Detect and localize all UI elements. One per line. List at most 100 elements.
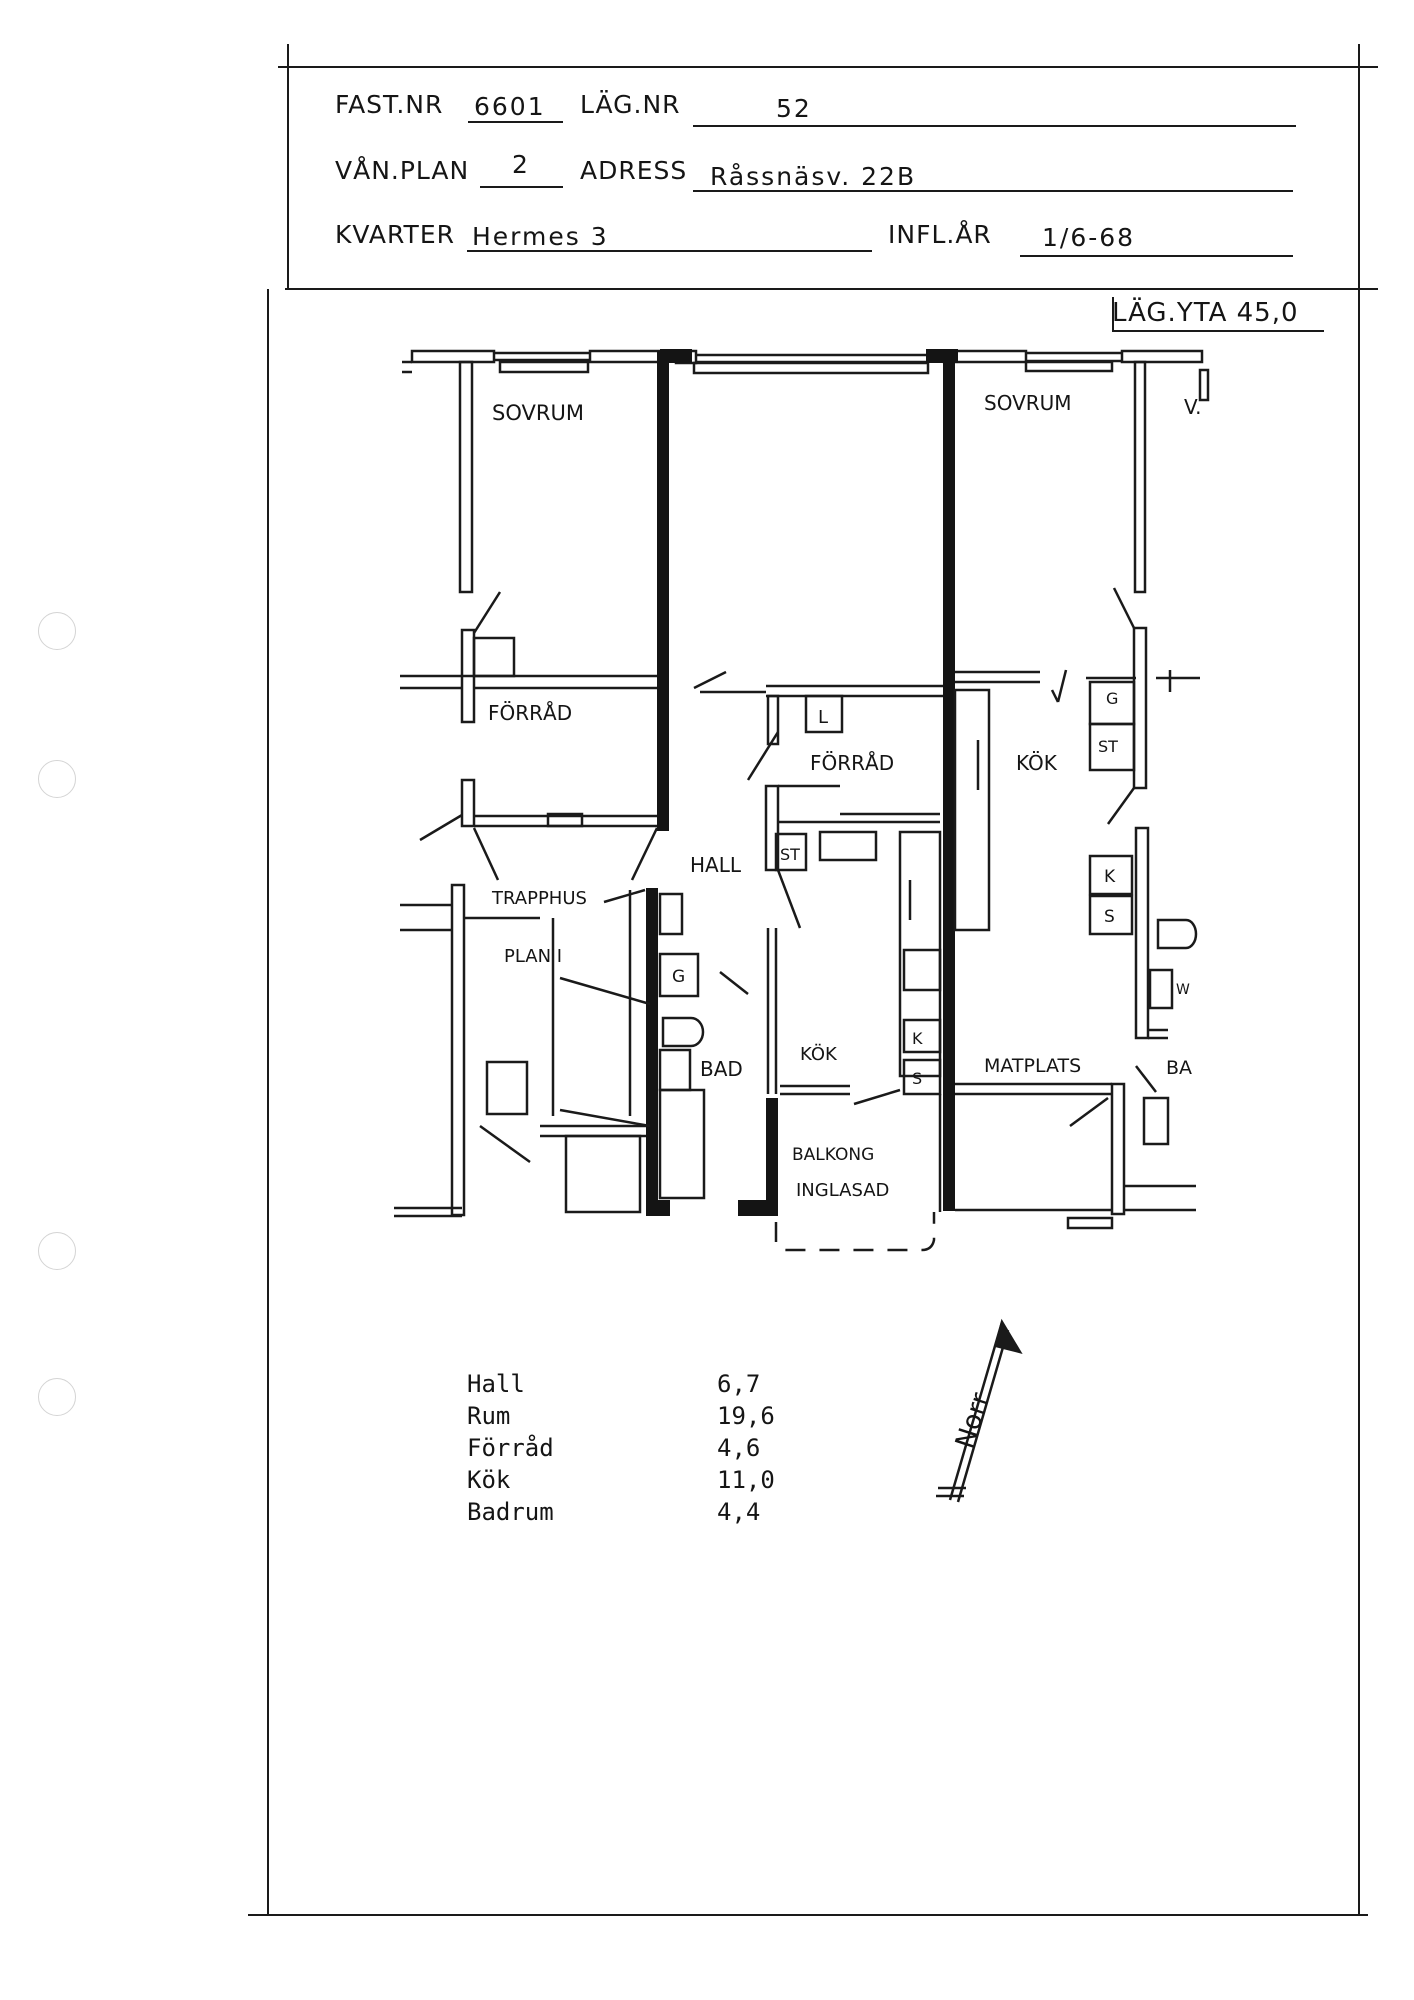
frame-bottom: [248, 1914, 1368, 1916]
frame-top: [278, 66, 1378, 68]
door-mark-right: [1050, 689, 1060, 703]
window-left-sill: [498, 360, 590, 374]
label-trapphus: TRAPPHUS: [491, 888, 587, 909]
room-name: Badrum: [467, 1498, 554, 1526]
wall-trapphus-top-a: [460, 778, 476, 828]
fast-nr-underline: [468, 121, 563, 123]
party-wall-right: [943, 351, 955, 1211]
wall-balcony-foot: [738, 1200, 778, 1216]
kvarter-underline: [467, 250, 872, 252]
door-swing-kitchen: [776, 869, 802, 929]
infl-ar-label: INFL.ÅR: [888, 220, 992, 249]
label-forrad-left: FÖRRÅD: [488, 701, 572, 725]
wall-right-bedroom-far: [1198, 368, 1210, 402]
room-area: 4,4: [717, 1498, 761, 1526]
stove-k: [902, 1018, 942, 1054]
door-swing-balcony: [853, 1088, 901, 1106]
closet-left: [472, 636, 516, 678]
door-swing-right-kitchen: [1106, 787, 1136, 825]
label-k-right: K: [1104, 867, 1116, 887]
north-arrow-shaft: [948, 1321, 1004, 1501]
party-wall-left-cap: [660, 349, 692, 363]
adress-label: ADRESS: [580, 156, 688, 185]
infl-ar-underline: [1020, 255, 1293, 257]
wall-bad-foot: [646, 1200, 670, 1216]
counter-center: [818, 830, 878, 862]
bottom-sill-right: [1066, 1216, 1114, 1230]
cabinet-st: [774, 832, 808, 872]
lag-nr-value: 52: [776, 94, 812, 123]
wall-balcony-left: [766, 1098, 778, 1216]
door-swing-forrad: [746, 731, 780, 781]
door-swing-stair: [479, 1124, 531, 1164]
adress-underline: [693, 190, 1293, 192]
label-kok-right: KÖK: [1016, 751, 1058, 775]
stair-lower: [564, 1134, 642, 1214]
door-swing-trapphus: [419, 813, 463, 842]
trapphus-diagonal: [630, 827, 659, 881]
door-swing-right-bedroom: [1112, 587, 1136, 629]
cabinet-l: [804, 694, 844, 734]
room-name: Rum: [467, 1402, 511, 1430]
toilet-right: [1156, 918, 1198, 950]
punch-hole: [38, 760, 76, 798]
label-sovrum-right: SOVRUM: [984, 391, 1072, 415]
room-name: Hall: [467, 1370, 525, 1398]
door-mark-right: [1056, 669, 1068, 703]
label-k-center: K: [912, 1029, 923, 1048]
room-name: Kök: [467, 1466, 511, 1494]
north-label: Norr: [950, 1389, 996, 1452]
label-sovrum-right-cut: V.: [1184, 395, 1201, 419]
bathtub: [658, 1048, 692, 1092]
label-l: L: [818, 707, 828, 728]
wall-top-right-b: [1120, 349, 1204, 364]
wall-matplats-east: [1110, 1082, 1126, 1216]
van-plan-underline: [480, 186, 563, 188]
fast-nr-value: 6601: [474, 92, 546, 121]
door-swing-bad: [719, 971, 749, 995]
washbasin-g: [658, 952, 700, 998]
frame-header-divider: [285, 288, 1378, 290]
fridge: [902, 948, 942, 992]
punch-hole: [38, 612, 76, 650]
party-wall-right-cap: [926, 349, 958, 363]
fast-nr-label: FAST.NR: [335, 90, 444, 119]
label-s-right: S: [1104, 907, 1115, 927]
wall-forrad-center-left: [766, 694, 780, 746]
wall-right-kitchen-east: [1132, 626, 1148, 790]
total-area-label: LÄG.YTA: [1112, 298, 1228, 328]
wall-top-left-b: [588, 349, 662, 364]
room-area: 6,7: [717, 1370, 761, 1398]
total-area: LÄG.YTA 45,0: [1112, 298, 1299, 328]
label-s-center: S: [912, 1069, 922, 1088]
lag-nr-underline: [693, 125, 1296, 127]
stair-diagonal: [559, 976, 651, 1006]
label-balkong: BALKONG: [792, 1145, 874, 1165]
room-area: 4,6: [717, 1434, 761, 1462]
wall-forrad-center-lower: [764, 784, 780, 872]
north-arrow-shaft: [956, 1329, 1010, 1503]
door-swing-ba: [1135, 1065, 1157, 1093]
infl-ar-value: 1/6-68: [1042, 223, 1136, 252]
label-inglasad: INGLASAD: [796, 1180, 889, 1201]
label-g-right: G: [1106, 689, 1118, 708]
label-sovrum-left: SOVRUM: [492, 401, 584, 425]
label-bad: BAD: [700, 1057, 743, 1081]
label-hall: HALL: [690, 853, 742, 877]
kvarter-value: Hermes 3: [472, 222, 609, 251]
frame-left-lower: [267, 289, 269, 1914]
window-center-sill: [692, 361, 930, 375]
door-swing-matplats: [1069, 1096, 1109, 1128]
total-area-value: 45,0: [1236, 298, 1299, 328]
van-plan-label: VÅN.PLAN: [335, 156, 470, 185]
meter-box: [546, 812, 584, 828]
cabinet-s-right: [1088, 894, 1134, 936]
total-area-left-tick: [1112, 297, 1114, 331]
label-wc-cut: W: [1176, 982, 1190, 998]
stair-diagonal: [603, 888, 646, 904]
label-forrad-center: FÖRRÅD: [810, 751, 894, 775]
wall-trapphus-mid: [450, 883, 466, 1217]
room-area: 19,6: [717, 1402, 775, 1430]
wall-top-left-a: [410, 349, 496, 364]
